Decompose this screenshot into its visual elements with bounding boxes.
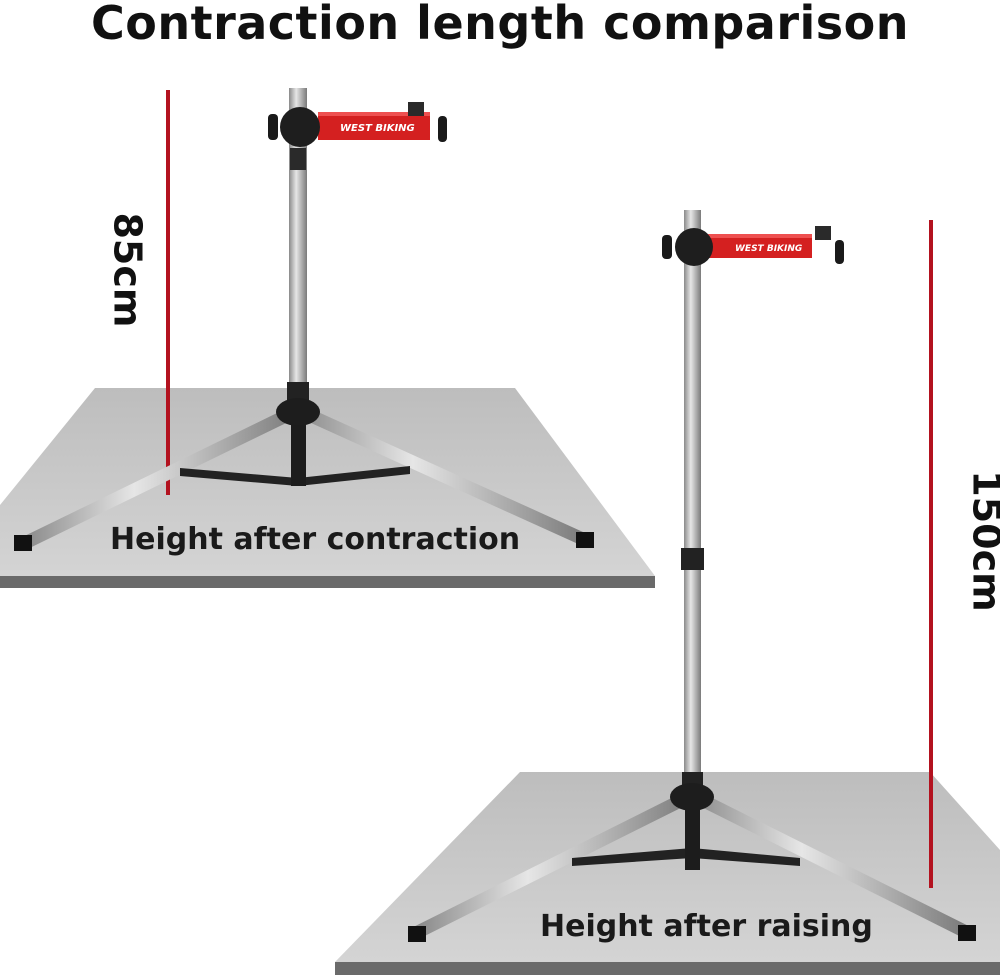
page-title: Contraction length comparison [90,0,910,50]
left-repair-stand: WEST BIKING [14,88,594,551]
right-brand-logo: WEST BIKING [735,244,802,254]
left-height-label: 85cm [105,212,150,328]
right-repair-stand: WEST BIKING [408,210,976,942]
left-measure-line [166,90,170,495]
left-caption: Height after contraction [110,522,521,557]
right-measure-line [929,220,933,888]
left-brand-logo: WEST BIKING [340,123,415,134]
right-caption: Height after raising [540,909,873,944]
right-height-label: 150cm [964,470,1000,612]
right-platform [335,772,1000,975]
